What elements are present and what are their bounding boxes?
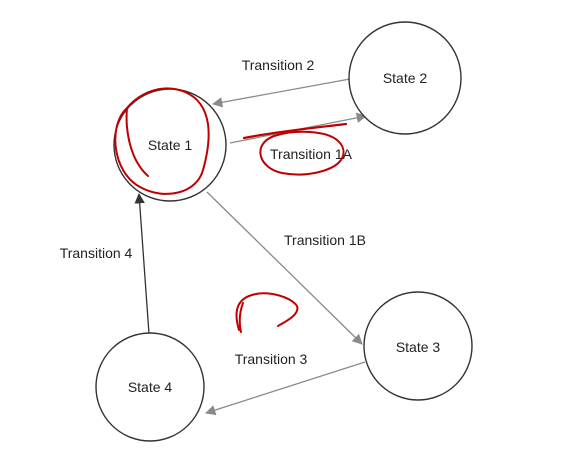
edge-transition-3	[205, 361, 366, 416]
annotation-transition-1a-underline	[242, 122, 348, 140]
node-label: State 3	[396, 339, 441, 355]
node-state-2: State 2	[348, 21, 462, 135]
annotation-transition-1b-hook	[235, 292, 299, 333]
node-label: State 2	[383, 70, 428, 86]
node-label: State 1	[148, 137, 193, 153]
annotation-state-1-scribble	[114, 87, 210, 195]
annotation-transition-1a-circle	[259, 130, 345, 176]
edge-label-transition-4: Transition 4	[60, 245, 133, 261]
node-state-4: State 4	[95, 332, 205, 442]
node-label: State 4	[128, 379, 173, 395]
node-state-3: State 3	[363, 291, 473, 401]
edge-label-transition-1a: Transition 1A	[270, 146, 353, 162]
edge-label-transition-1b: Transition 1B	[284, 232, 366, 248]
edge-transition-2	[211, 78, 351, 108]
edge-transition-1b	[206, 191, 363, 345]
edge-label-transition-2: Transition 2	[242, 57, 315, 73]
edge-label-transition-3: Transition 3	[235, 351, 308, 367]
edge-transition-4	[134, 192, 150, 335]
